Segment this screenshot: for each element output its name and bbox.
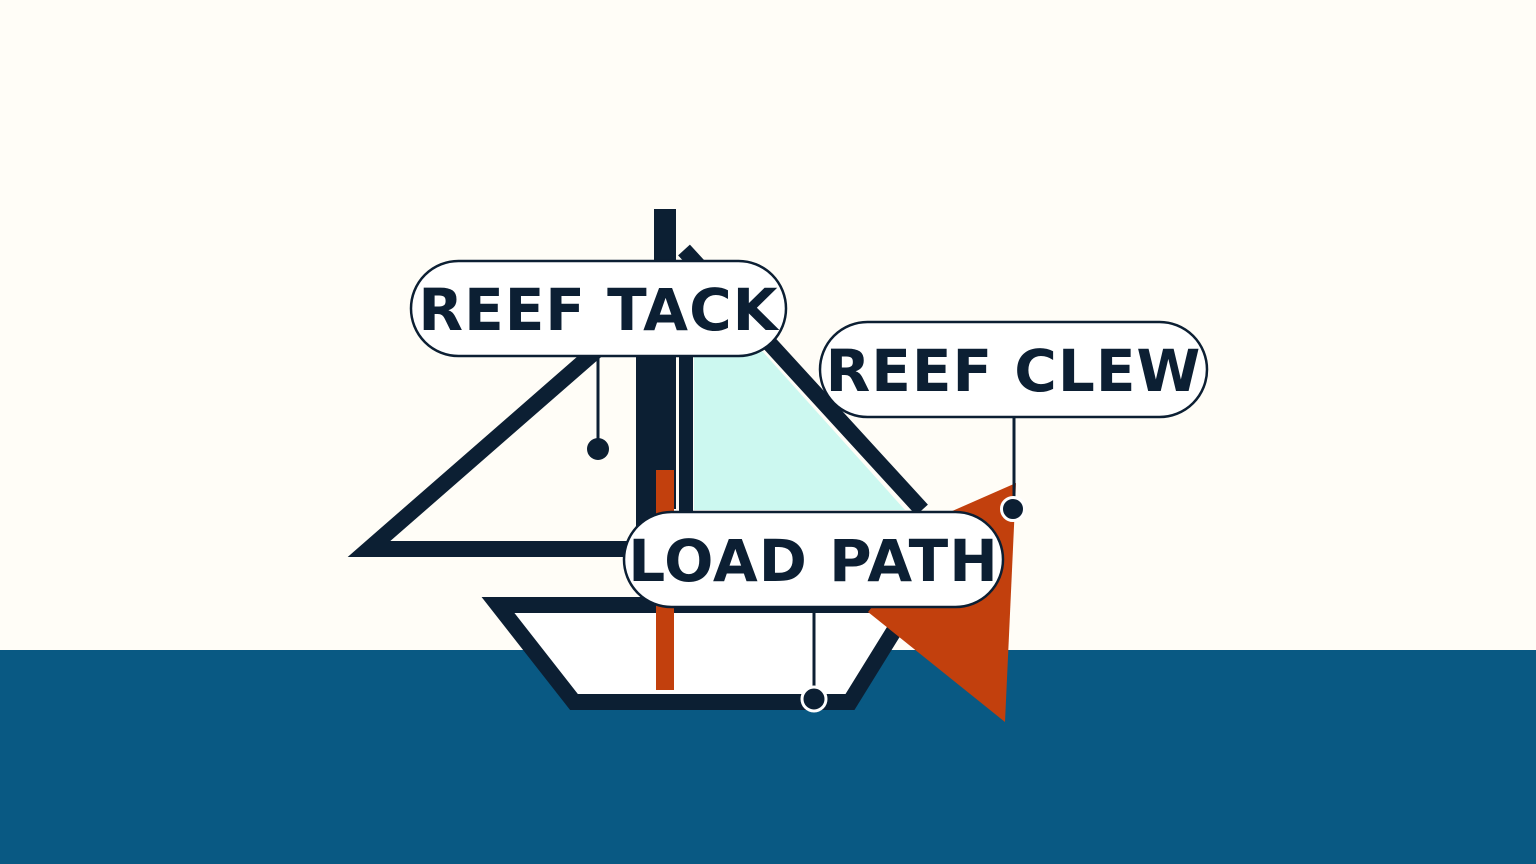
load-path-label: LOAD PATH xyxy=(628,527,999,595)
mast-lower-left xyxy=(636,340,650,550)
reef-clew-label: REEF CLEW xyxy=(826,337,1202,405)
load-path-dot xyxy=(800,685,828,713)
reef-clew-callout: REEF CLEW xyxy=(818,320,1209,419)
jib-sail xyxy=(347,284,660,557)
reef-clew-label-box xyxy=(818,320,1209,419)
reef-clew-dot xyxy=(1000,496,1026,522)
load-path-label-box xyxy=(622,510,1005,609)
reef-tack-dot xyxy=(587,438,609,460)
hull xyxy=(481,597,925,710)
main-sail-fill xyxy=(694,318,905,510)
reef-tack-callout: REEF TACK xyxy=(409,259,788,358)
reef-tack-label: REEF TACK xyxy=(418,276,779,344)
mast xyxy=(654,209,676,509)
load-path-callout: LOAD PATH xyxy=(622,510,1005,609)
reef-tack-label-box xyxy=(409,259,788,358)
